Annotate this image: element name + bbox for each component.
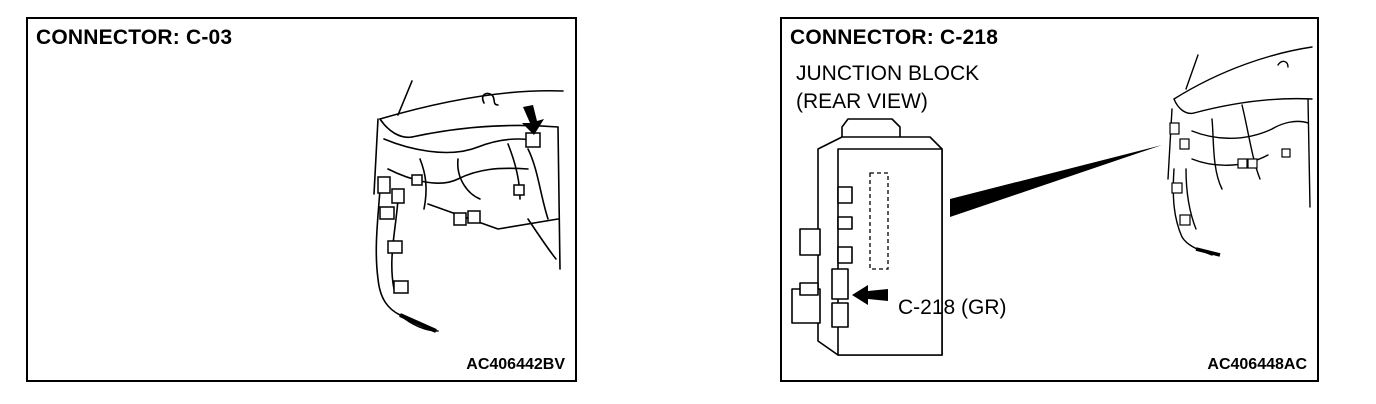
arrow-down-icon bbox=[522, 105, 544, 135]
figure-code: AC406442BV bbox=[466, 356, 565, 373]
connector-c03-panel: CONNECTOR: C-03 bbox=[26, 17, 577, 382]
panel-title: CONNECTOR: C-218 bbox=[790, 26, 999, 49]
connector-callout: C-218 (GR) bbox=[898, 296, 1007, 319]
figure-code: AC406448AC bbox=[1207, 356, 1307, 373]
junction-block-label: JUNCTION BLOCK bbox=[796, 62, 980, 85]
junction-block-illustration bbox=[791, 46, 1313, 356]
rear-view-label: (REAR VIEW) bbox=[796, 90, 928, 113]
panel-title: CONNECTOR: C-03 bbox=[36, 26, 233, 49]
connector-c218-panel: CONNECTOR: C-218 JUNCTION BLOCK (REAR VI… bbox=[780, 17, 1319, 382]
dashboard-wiring-illustration bbox=[373, 80, 564, 333]
arrow-left-icon bbox=[852, 285, 888, 305]
